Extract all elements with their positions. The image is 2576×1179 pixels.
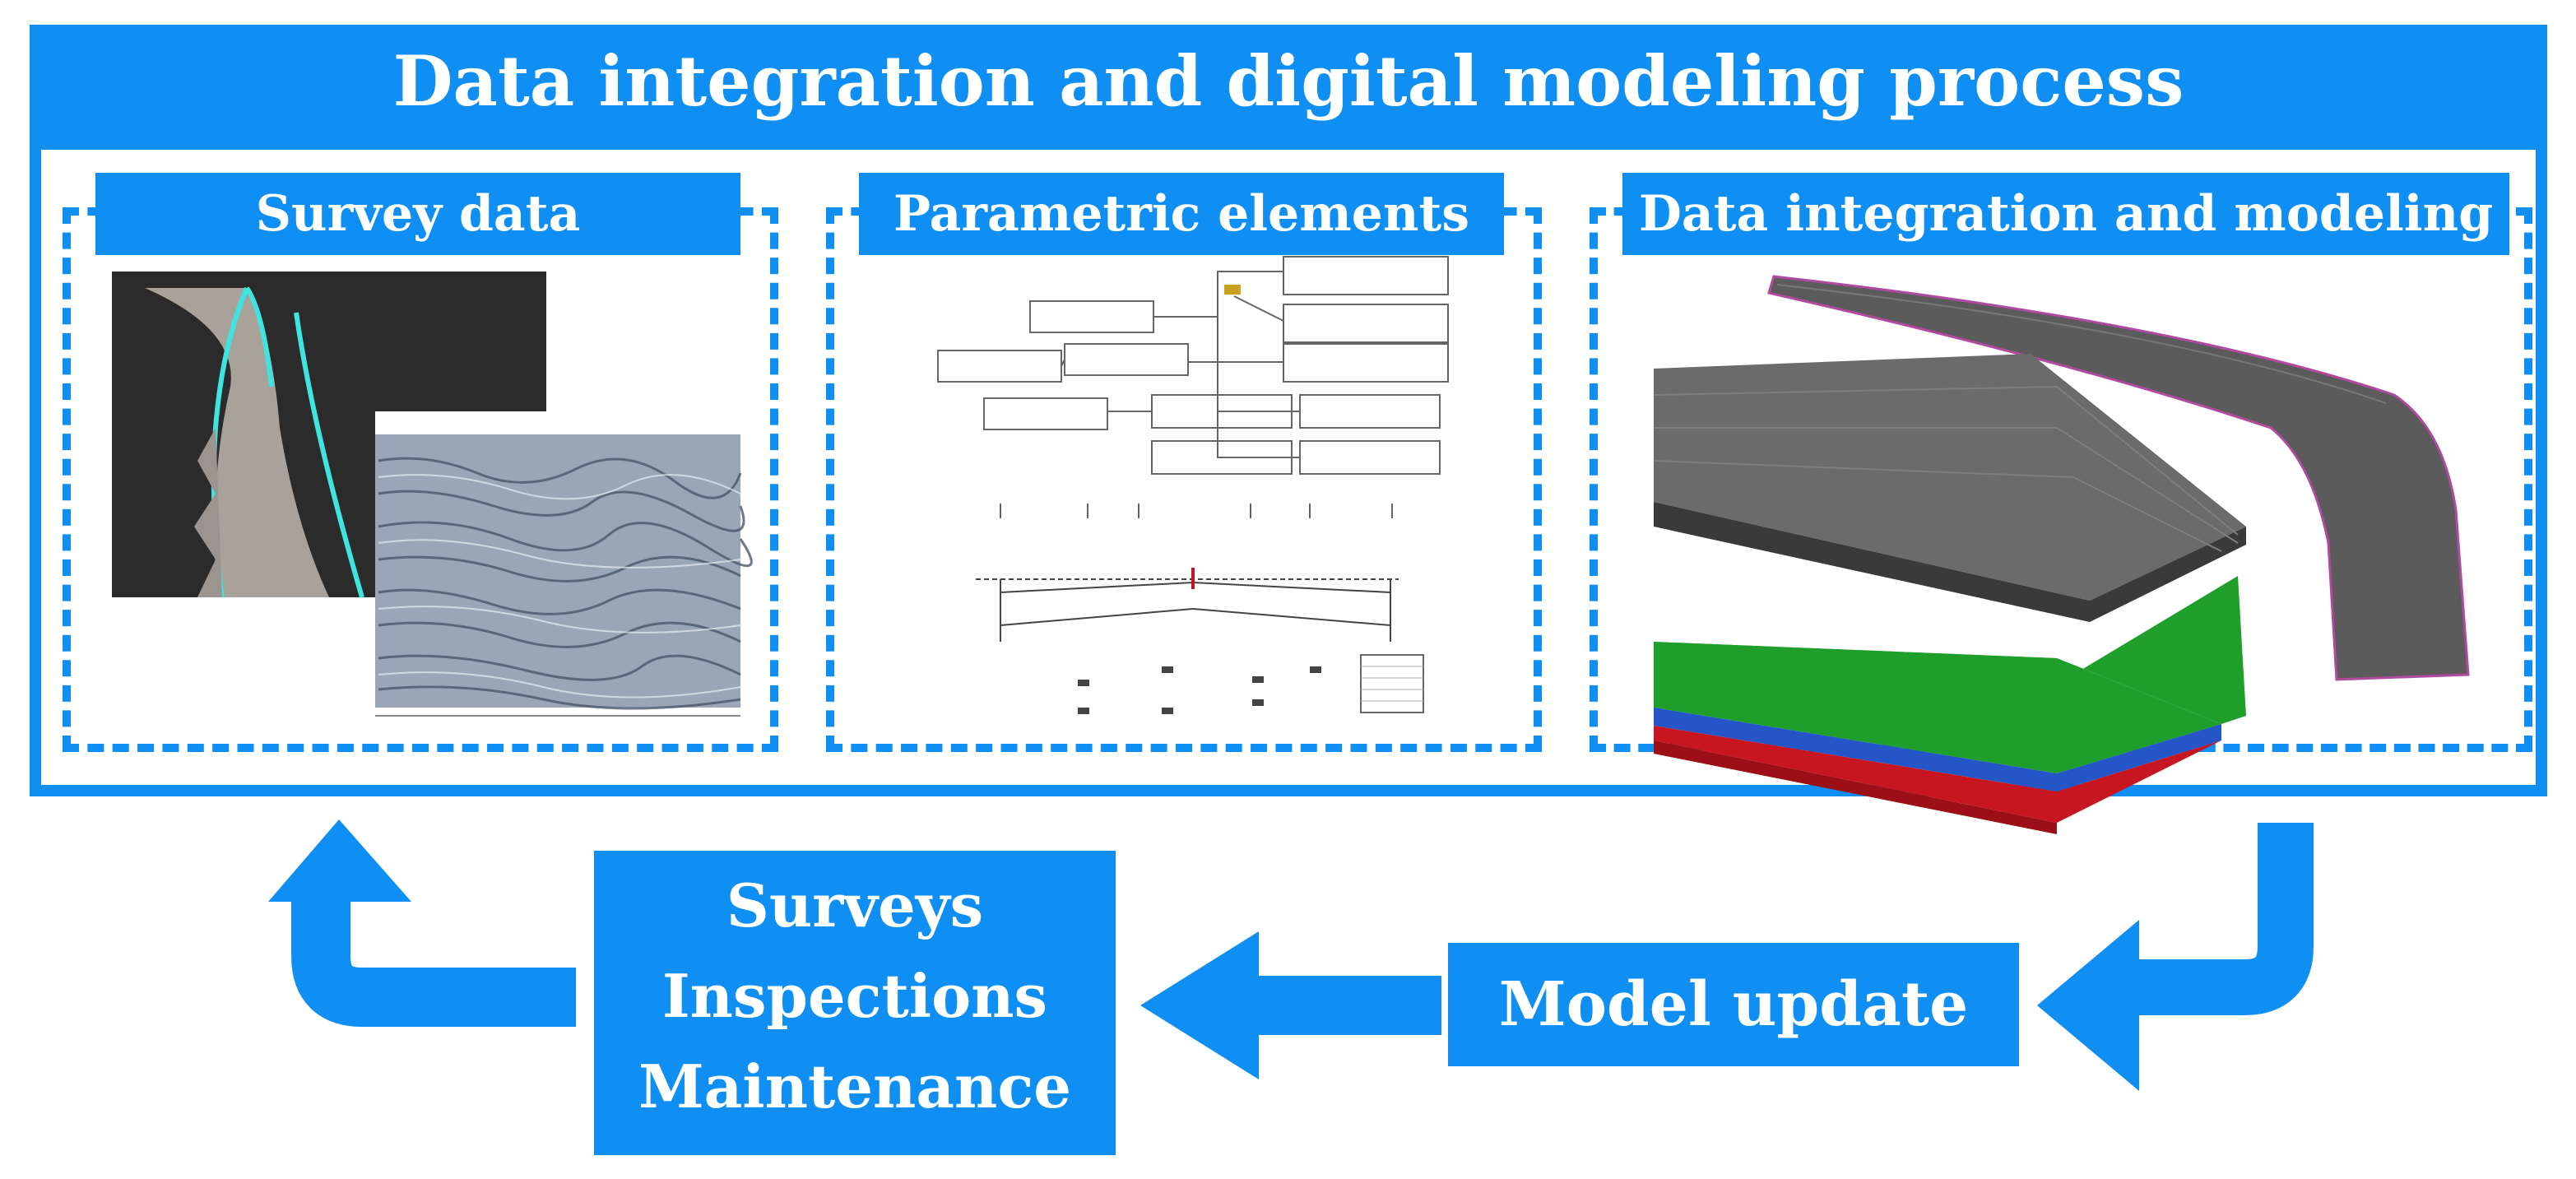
arrow-to-surveys [1256,976,1441,1035]
diagram-title: Data integration and digital modeling pr… [392,40,2184,122]
surveys-inspections-maintenance-box: Surveys Inspections Maintenance [594,851,1116,1155]
arrow-head-to-surveys [1140,931,1259,1079]
arrow-head-to-model-update [2037,920,2139,1091]
arrow-head-to-frame [268,819,411,902]
model-update-box: Model update [1448,943,2019,1066]
panel-label-parametric-elements: Parametric elements [859,173,1504,255]
title-band [30,25,2547,150]
arrow-to-frame [291,897,576,1027]
maintenance-label: Maintenance [638,1051,1072,1121]
arrow-to-model-update [2139,823,2314,1015]
panel-label-survey-data: Survey data [95,173,740,255]
panel-label-data-integration: Data integration and modeling [1622,173,2509,255]
surveys-label: Surveys [726,870,984,940]
inspections-label: Inspections [661,961,1048,1031]
